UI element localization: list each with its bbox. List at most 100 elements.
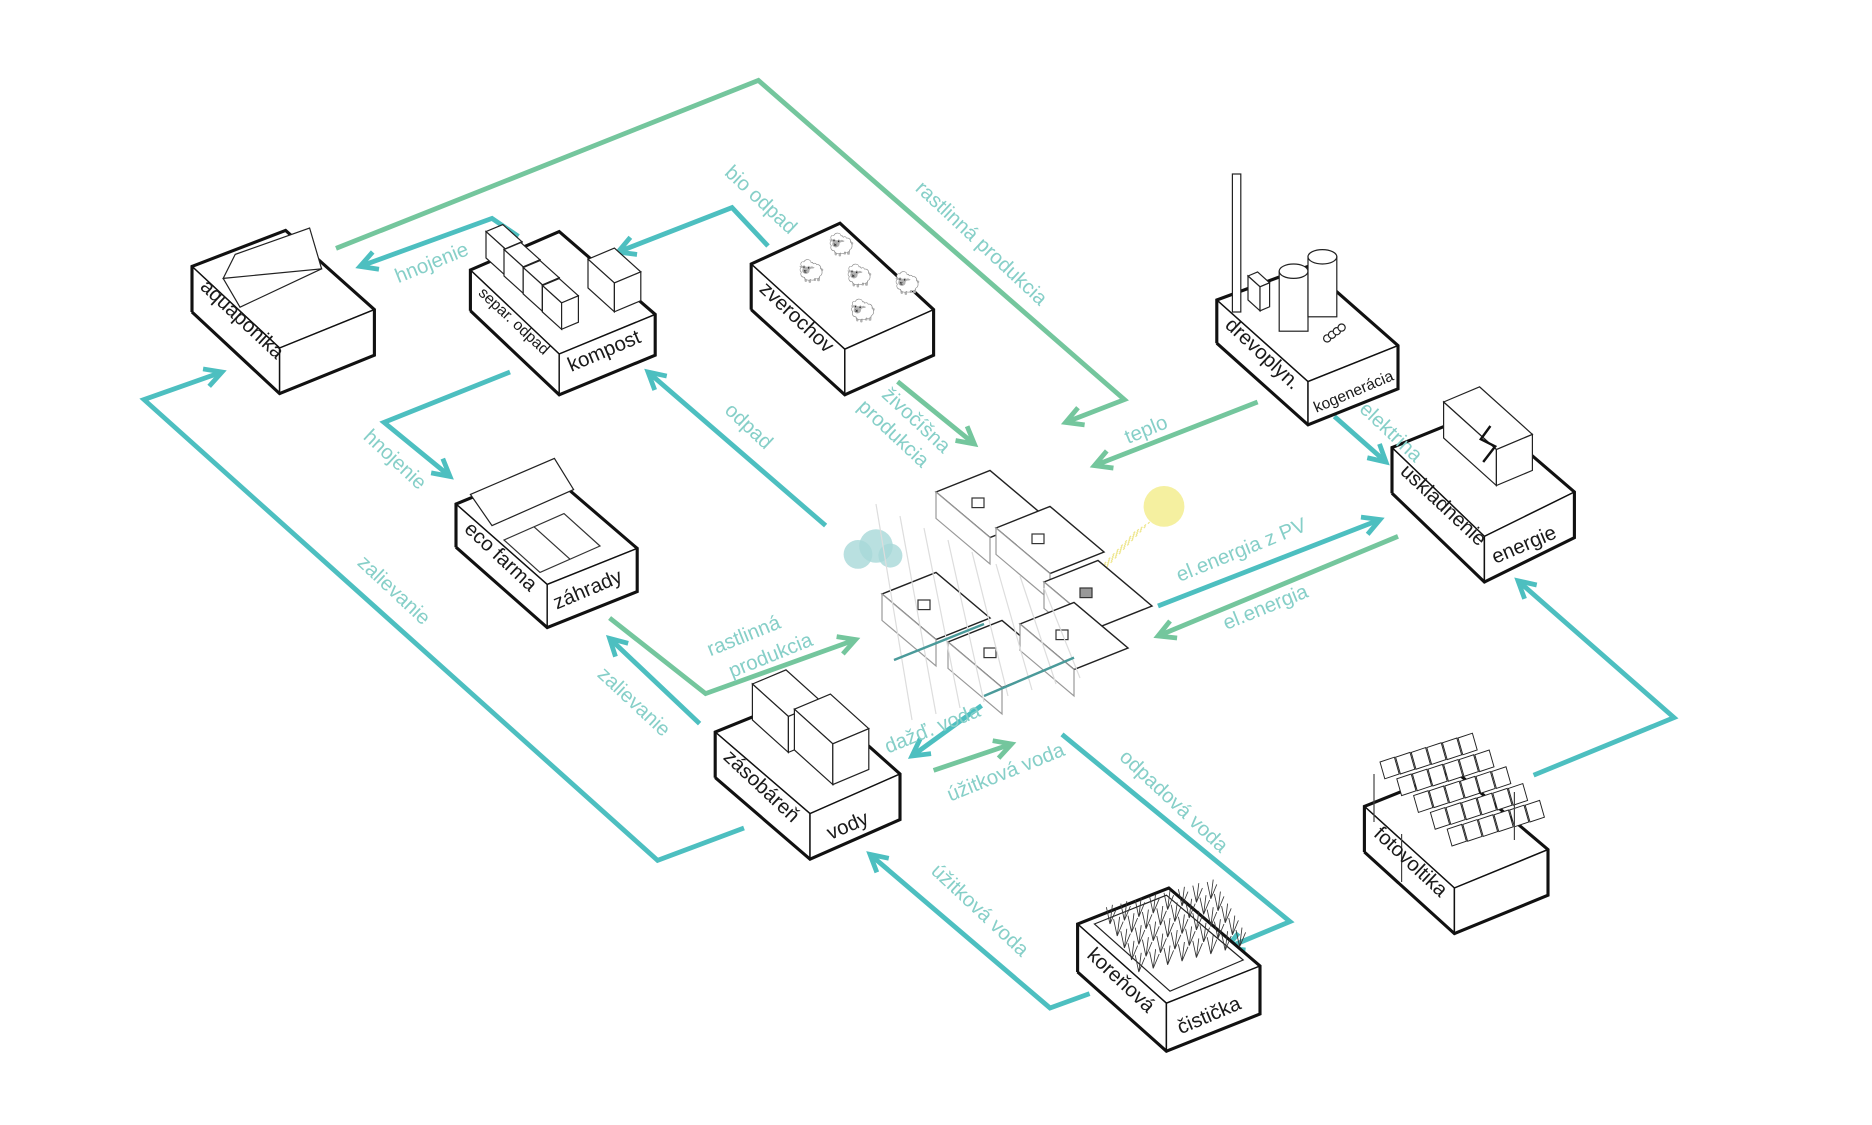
reed-icon (1113, 916, 1124, 937)
solar-panel-icon (1459, 775, 1481, 799)
solar-panel-icon (1462, 818, 1483, 842)
reed-icon (1206, 879, 1218, 899)
sketch-line (971, 551, 1009, 697)
flow-zivocisna (896, 379, 979, 448)
flow-hnojenie-left-arrowhead-icon (430, 457, 454, 480)
reed-icon (1105, 904, 1117, 925)
solar-panel-icon (1476, 792, 1497, 816)
flow-label-hnojenie-left: hnojenie (359, 426, 430, 495)
reed-icon (1141, 909, 1153, 929)
solar-panel-icon (1429, 806, 1451, 830)
flow-label-zalievanie-big: zalievanie (353, 552, 434, 630)
flow-fotovoltika-arrowhead-icon (1514, 577, 1538, 600)
solar-panel-icon (1441, 737, 1463, 761)
solar-panel-icon (1446, 823, 1467, 847)
log-pile-icon (1337, 323, 1346, 332)
solar-panel-icon (1410, 746, 1431, 770)
flow-zalievanie-big-arrowhead-icon (202, 366, 227, 388)
reed-icon (1127, 940, 1138, 961)
flow-zalievanie-big (139, 366, 745, 864)
box-uskladnenie (1390, 386, 1576, 584)
solar-panel-icon (1427, 763, 1448, 787)
flow-label-el-energia: el.energia (1220, 580, 1312, 634)
facility-blocks: 🐑🐑🐑🐑🐑 (190, 173, 1576, 1054)
flow-rastlinna-bottom (608, 616, 861, 697)
cloud-puff (878, 543, 903, 568)
reed-icon (1120, 901, 1131, 921)
reed-icon (1206, 934, 1218, 955)
flow-odpad-arrowhead-icon (644, 368, 668, 391)
box-fotovoltika-outline (1362, 768, 1550, 936)
flow-zivocisna-arrowhead-icon (955, 425, 979, 448)
reed-icon (1134, 925, 1146, 945)
garden-divider (533, 526, 571, 560)
flow-el-pv-arrowhead-icon (1360, 514, 1385, 536)
reed-icon (1120, 928, 1131, 949)
flow-el-energia-line (1157, 534, 1399, 639)
flow-uzitkova-lower-arrowhead-icon (866, 851, 890, 874)
sketch-line (1043, 587, 1081, 679)
sheep-icon: 🐑 (846, 262, 873, 289)
box-labels: aquaponika separ. odpad kompost zverocho… (196, 276, 1560, 1039)
flow-bio-odpad (613, 204, 770, 257)
reed-icon (1199, 922, 1210, 943)
sketch-line (899, 515, 937, 715)
flow-rastlinna-bottom-line (608, 616, 857, 697)
sketch-line (875, 503, 913, 721)
solar-panel-icon (1457, 732, 1478, 756)
flow-label-odpadova-voda: odpadová voda (1115, 746, 1232, 858)
solar-panel-icon (1493, 809, 1514, 833)
flow-zalievanie-small-line (607, 636, 702, 726)
window-icon (971, 497, 985, 509)
house-wall (947, 640, 1003, 716)
village-illustration (843, 469, 1185, 721)
flow-uzitkova-upper-arrowhead-icon (992, 738, 1017, 760)
flow-uzitkova-lower-line (868, 852, 1091, 1011)
silo-icon (1278, 270, 1309, 332)
box-zasobaren (713, 669, 902, 862)
flow-uzitkova-lower (866, 851, 1091, 1011)
window-icon (1055, 629, 1069, 641)
reed-icon (1177, 886, 1189, 907)
flow-el-pv-line (1157, 517, 1381, 609)
solar-panel-icon (1428, 785, 1449, 809)
reed-icon (1213, 919, 1225, 939)
reed-icon (1177, 914, 1189, 934)
flow-el-energia (1153, 534, 1399, 641)
window-icon (1079, 587, 1093, 599)
flow-label-odpad: odpad (720, 399, 776, 454)
flow-elektrina-arrowhead-icon (1366, 443, 1390, 466)
reed-icon (1221, 903, 1232, 923)
sheep-icon: 🐑 (828, 231, 855, 258)
silo-icon (1307, 256, 1338, 318)
flow-dazd-voda-arrowhead-icon (907, 737, 932, 759)
flow-hnojenie-left-line (379, 369, 511, 479)
window-icon (983, 647, 997, 659)
solar-panel-icon (1443, 758, 1464, 782)
flow-rastlinna-top-arrowhead-icon (1060, 406, 1085, 428)
box-fotovoltika (1362, 732, 1550, 936)
solar-panel-icon (1426, 742, 1447, 766)
flow-zivocisna-line (896, 379, 976, 446)
flow-arrows (139, 77, 1679, 1011)
solar-panel-icon (1458, 754, 1479, 778)
battery-icon-side (1495, 433, 1533, 487)
sun-ray (1087, 526, 1143, 584)
flow-hnojenie-top-arrowhead-icon (355, 250, 380, 272)
flow-zalievanie-big-line (139, 369, 745, 864)
reed-icon (1185, 926, 1196, 946)
reed-icon (1199, 895, 1210, 915)
box-drevoplyn (1215, 173, 1400, 427)
flow-el-energia-arrowhead-icon (1153, 619, 1178, 641)
solar-panel-icon (1474, 749, 1495, 773)
house-wall (935, 490, 991, 566)
greenhouse-roof (222, 227, 323, 280)
solar-panel-icon (1395, 751, 1416, 775)
box-zverochov: 🐑🐑🐑🐑🐑 (749, 221, 936, 397)
box-aquaponika-outline (190, 228, 376, 396)
bin-icon-side (561, 294, 579, 331)
reed-icon (1141, 937, 1153, 957)
flow-uzitkova-upper-line (932, 741, 1013, 773)
reed-icon (1228, 915, 1239, 935)
sketch-line (995, 563, 1033, 691)
